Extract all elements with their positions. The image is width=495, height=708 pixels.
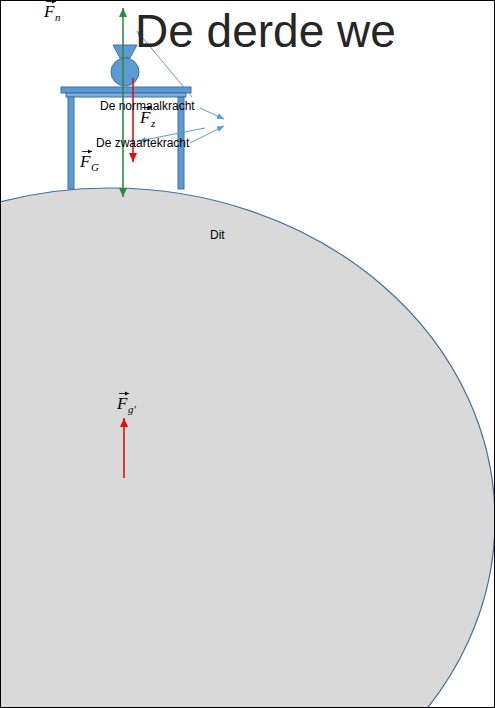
- gravity-arrow: [132, 78, 134, 162]
- leader-line: [200, 108, 224, 119]
- force-subscript: z: [151, 118, 155, 129]
- note-text: Dit: [210, 229, 225, 241]
- force-subscript: g': [128, 404, 136, 415]
- reaction-gravity-arrow: [123, 418, 125, 478]
- force-symbol: F: [44, 3, 54, 20]
- vase: [111, 45, 139, 86]
- normal-force-arrow: [122, 8, 124, 78]
- force-symbol: F: [140, 109, 150, 126]
- force-name: De zwaartekracht: [96, 137, 189, 149]
- leader-line: [190, 126, 224, 143]
- force-symbol: F: [80, 153, 90, 170]
- slide-title: De derde we: [135, 8, 396, 54]
- force-symbol: F: [117, 395, 127, 412]
- vector-arrows: [46, 2, 152, 394]
- force-subscript: n: [55, 12, 61, 23]
- earth: [0, 188, 495, 708]
- force-subscript: G: [91, 162, 99, 173]
